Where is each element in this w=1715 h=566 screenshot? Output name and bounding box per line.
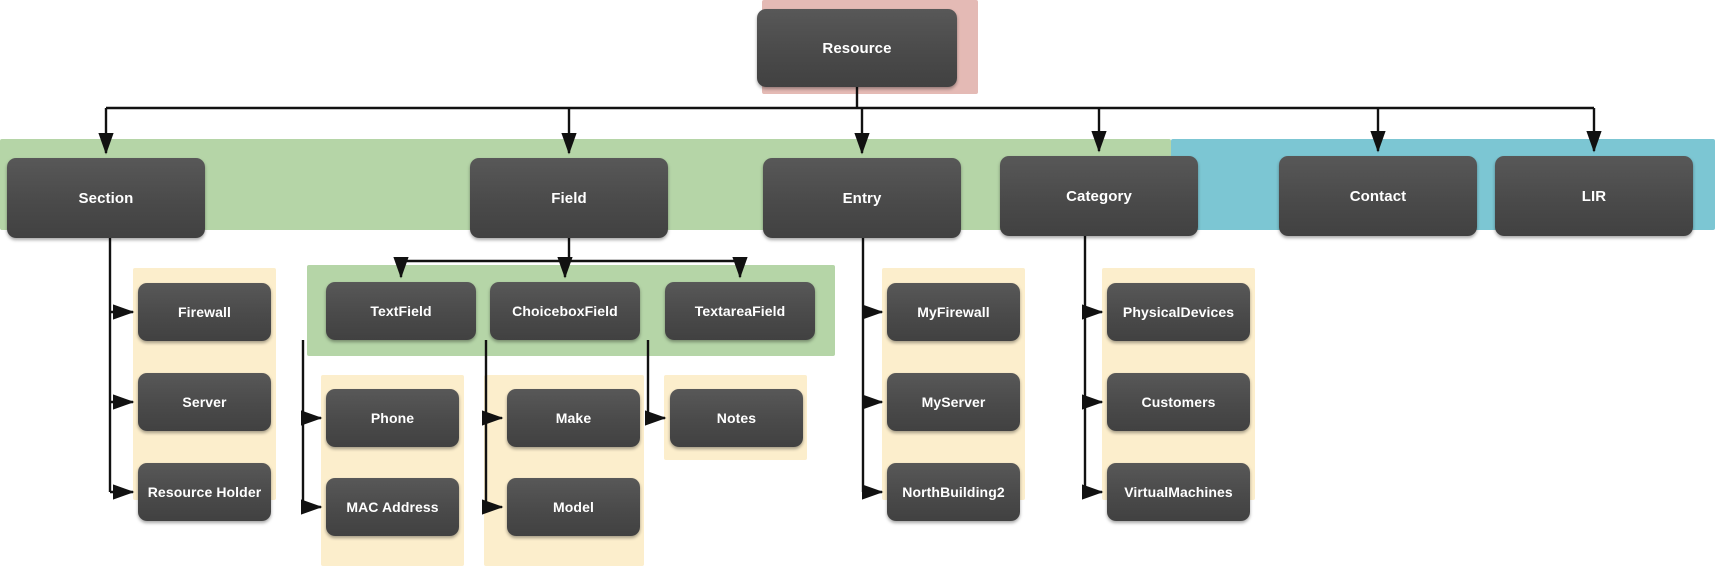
node-resource[interactable]: Resource: [757, 9, 957, 87]
node-label: LIR: [1581, 187, 1607, 205]
node-label: Resource Holder: [147, 484, 262, 500]
node-field[interactable]: Field: [470, 158, 668, 238]
node-label: Field: [551, 189, 587, 207]
node-label: Firewall: [178, 304, 231, 320]
node-label: MAC Address: [346, 499, 439, 515]
node-label: Customers: [1141, 394, 1216, 410]
node-label: Contact: [1349, 187, 1407, 205]
node-section[interactable]: Section: [7, 158, 205, 238]
node-label: Model: [553, 499, 594, 515]
node-label: NorthBuilding2: [902, 484, 1005, 500]
node-lir[interactable]: LIR: [1495, 156, 1693, 236]
node-server[interactable]: Server: [138, 373, 271, 431]
node-mac-address[interactable]: MAC Address: [326, 478, 459, 536]
connector-group: [98, 87, 1602, 515]
node-phone[interactable]: Phone: [326, 389, 459, 447]
node-label: MyServer: [921, 394, 986, 410]
node-contact[interactable]: Contact: [1279, 156, 1477, 236]
node-label: Make: [555, 410, 592, 426]
node-label: Section: [78, 189, 134, 207]
node-label: VirtualMachines: [1124, 484, 1233, 500]
node-label: Resource: [822, 39, 892, 57]
node-textfield[interactable]: TextField: [326, 282, 476, 340]
node-myfirewall[interactable]: MyFirewall: [887, 283, 1020, 341]
node-label: Category: [1066, 187, 1132, 205]
node-label: PhysicalDevices: [1122, 304, 1235, 320]
node-make[interactable]: Make: [507, 389, 640, 447]
node-textareafield[interactable]: TextareaField: [665, 282, 815, 340]
node-label: TextareaField: [694, 303, 786, 319]
node-label: Entry: [842, 189, 882, 207]
node-choiceboxfield[interactable]: ChoiceboxField: [490, 282, 640, 340]
node-category[interactable]: Category: [1000, 156, 1198, 236]
node-label: TextField: [370, 303, 432, 319]
node-label: Notes: [716, 410, 757, 426]
node-label: Server: [182, 394, 227, 410]
node-customers[interactable]: Customers: [1107, 373, 1250, 431]
node-physicaldevices[interactable]: PhysicalDevices: [1107, 283, 1250, 341]
node-label: Phone: [370, 410, 415, 426]
node-model[interactable]: Model: [507, 478, 640, 536]
node-myserver[interactable]: MyServer: [887, 373, 1020, 431]
node-virtualmachines[interactable]: VirtualMachines: [1107, 463, 1250, 521]
node-northbuilding2[interactable]: NorthBuilding2: [887, 463, 1020, 521]
node-notes[interactable]: Notes: [670, 389, 803, 447]
node-label: MyFirewall: [917, 304, 990, 320]
node-entry[interactable]: Entry: [763, 158, 961, 238]
node-firewall[interactable]: Firewall: [138, 283, 271, 341]
node-resource-holder[interactable]: Resource Holder: [138, 463, 271, 521]
node-label: ChoiceboxField: [512, 303, 618, 319]
